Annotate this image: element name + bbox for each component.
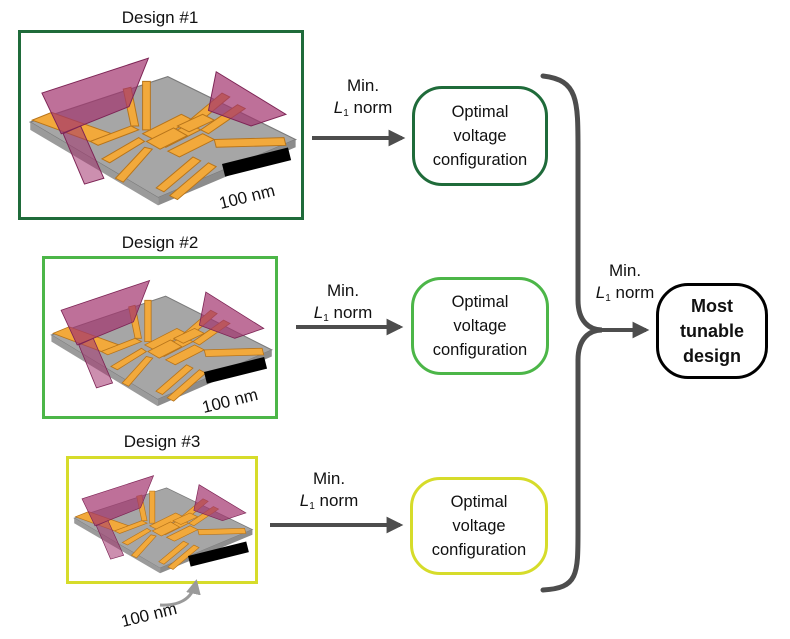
design-1-output: Optimal voltage configuration (412, 86, 548, 186)
norm-subscript: 1 (309, 501, 315, 512)
output-line: Optimal (450, 493, 508, 511)
norm-subscript: 1 (605, 293, 611, 304)
micromagnet (62, 125, 105, 185)
method-label: Min. (312, 469, 346, 488)
output-line: Optimal (451, 103, 509, 121)
gate-electrode (100, 137, 146, 164)
gate-electrode (89, 125, 140, 146)
gate-electrode (100, 337, 143, 356)
output-line: Optimal (451, 293, 509, 311)
micromagnet (41, 57, 150, 135)
norm-symbol: L (299, 491, 310, 510)
gate-electrode (155, 364, 194, 396)
output-line: voltage (453, 127, 507, 145)
design-3-scale-label: 100 nm (119, 598, 179, 632)
gate-pad (147, 339, 183, 359)
norm-subscript: 1 (343, 108, 349, 119)
micromagnet (95, 520, 125, 560)
output-line: configuration (432, 341, 528, 359)
gate-pad (172, 512, 199, 525)
micromagnet (81, 475, 155, 527)
norm-word: norm (610, 283, 655, 302)
gate-electrode (203, 347, 265, 357)
design-3-method: Min. L1 norm (284, 468, 374, 518)
gate-pad (145, 127, 189, 150)
gate-electrode (158, 540, 190, 565)
micromagnet (193, 484, 247, 521)
result-line: Most (691, 295, 733, 316)
gate-electrode (197, 528, 247, 536)
micromagnet (207, 70, 288, 127)
design-3-frame (66, 456, 258, 584)
design-3-output: Optimal voltage configuration (410, 477, 548, 575)
method-label: Min. (326, 281, 360, 300)
gate-pad (151, 521, 181, 537)
norm-symbol: L (595, 283, 606, 302)
output-line: voltage (453, 317, 507, 335)
method-norm: L1 norm (298, 302, 388, 330)
norm-word: norm (328, 303, 373, 322)
design-1-title: Design #1 (121, 8, 199, 27)
bracket (540, 73, 603, 593)
combine-method: Min. L1 norm (580, 260, 670, 310)
method-norm: L1 norm (284, 490, 374, 518)
gate-electrode (144, 299, 152, 343)
gate-electrode (121, 527, 152, 546)
result-line: tunable (679, 320, 744, 341)
gate-electrode (110, 347, 148, 371)
gate-electrode (130, 534, 157, 559)
norm-symbol: L (333, 98, 344, 117)
norm-word: norm (314, 491, 359, 510)
output-line: configuration (432, 151, 528, 169)
norm-word: norm (348, 98, 393, 117)
gate-pad (176, 113, 216, 133)
gate-pad (172, 327, 206, 344)
gate-electrode (213, 137, 287, 148)
norm-symbol: L (313, 303, 324, 322)
design-1-method: Min. L1 norm (318, 75, 408, 125)
micromagnet (78, 337, 114, 389)
micromagnet (60, 279, 151, 346)
design-2-method: Min. L1 norm (298, 280, 388, 330)
gate-electrode (168, 162, 218, 201)
gate-electrode (155, 156, 202, 193)
design-2-title: Design #2 (121, 233, 199, 252)
gate-electrode (113, 520, 148, 534)
method-norm: L1 norm (318, 97, 408, 125)
design-3-title: Design #3 (123, 432, 201, 451)
gate-electrode (121, 356, 154, 387)
method-label: Min. (608, 261, 642, 280)
gate-electrode (149, 490, 156, 524)
micromagnet (198, 291, 265, 339)
output-line: configuration (431, 541, 527, 559)
design-2-output: Optimal voltage configuration (411, 277, 549, 375)
norm-subscript: 1 (323, 313, 329, 324)
design-3-device-image (73, 475, 254, 574)
output-line: voltage (452, 517, 506, 535)
gate-electrode (142, 80, 151, 131)
most-tunable-design: Most tunable design (656, 283, 768, 379)
gate-electrode (114, 146, 154, 183)
gate-electrode (167, 544, 200, 570)
method-label: Min. (346, 76, 380, 95)
result-line: design (682, 345, 741, 366)
